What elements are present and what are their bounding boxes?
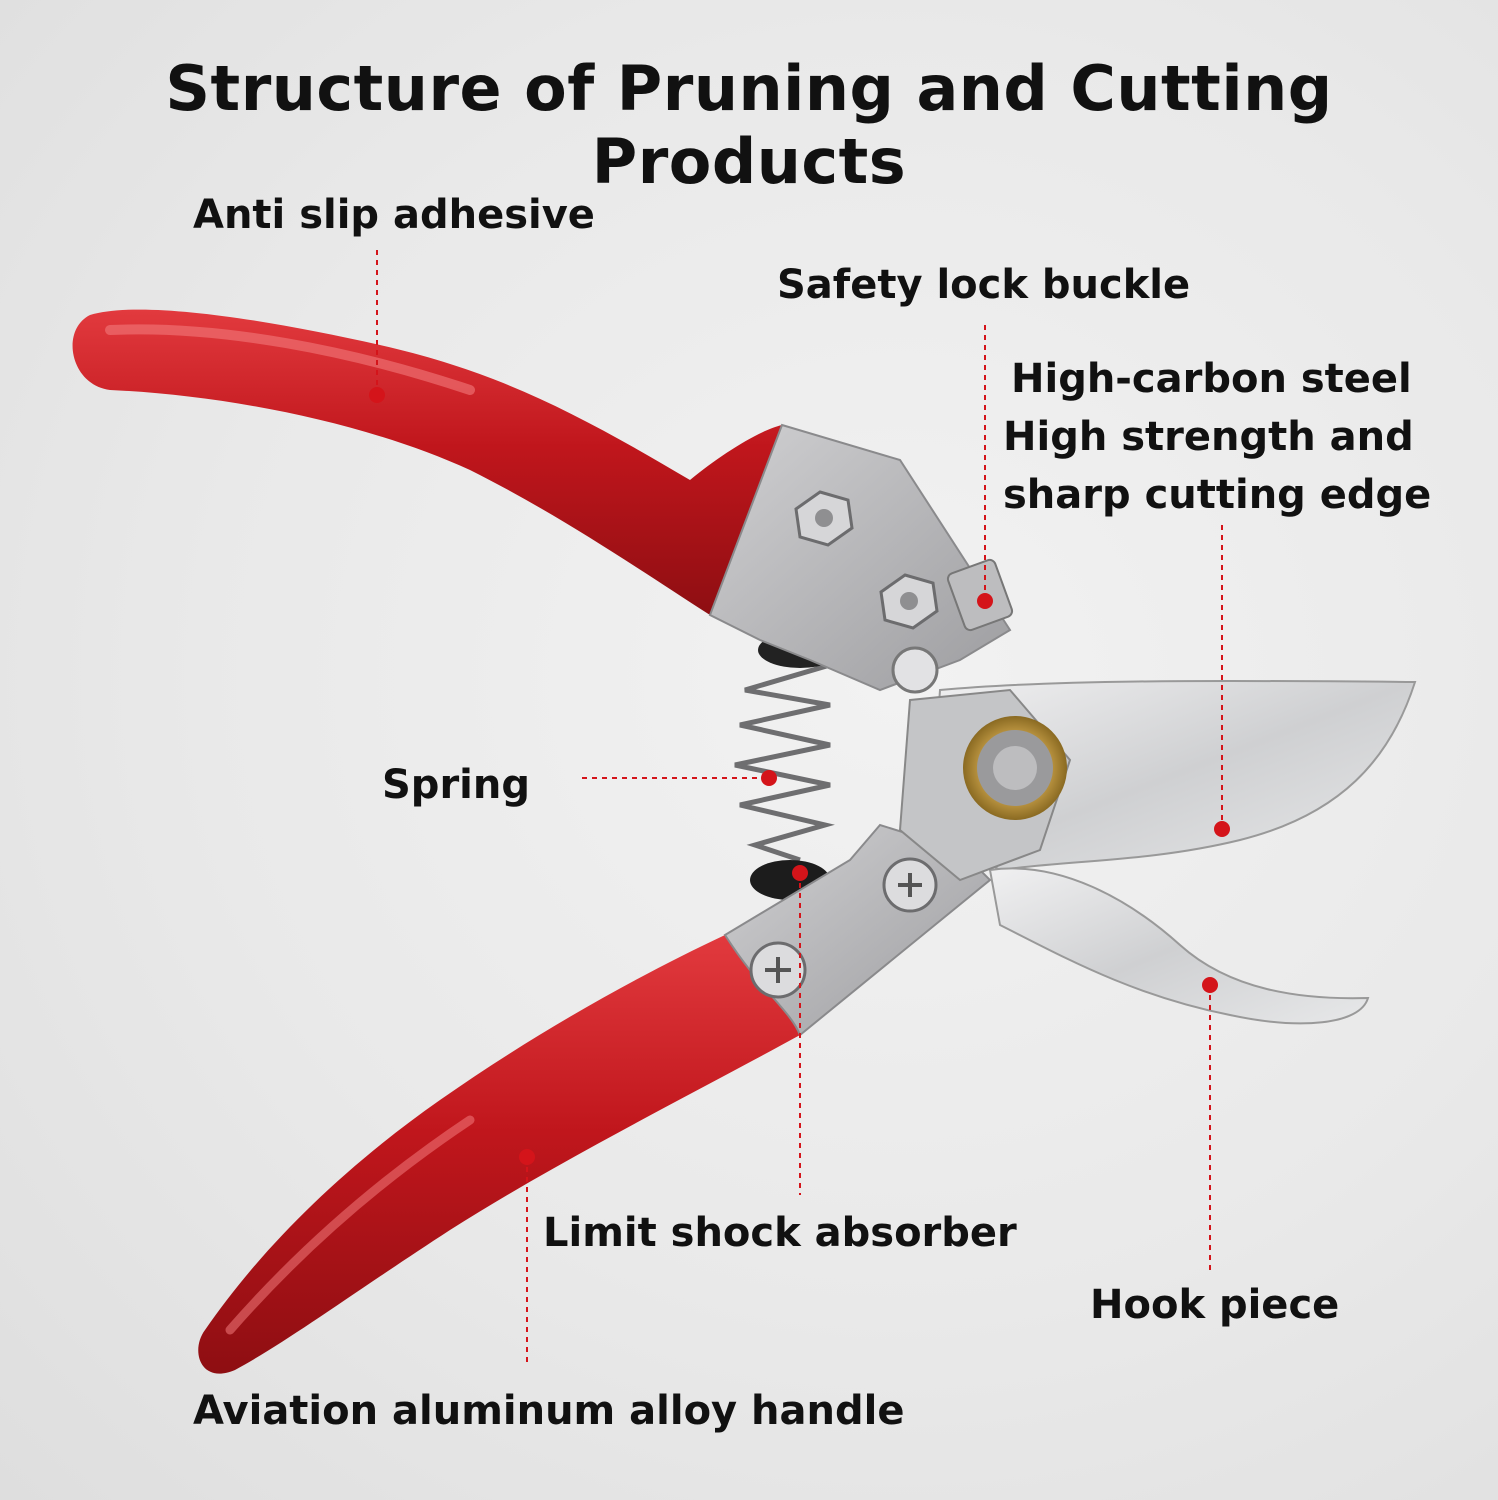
upper-handle	[72, 309, 783, 615]
upper-head	[708, 423, 1012, 692]
phillips-screw-icon	[882, 857, 938, 913]
upper-blade	[928, 679, 1417, 872]
label-safety-lock: Safety lock buckle	[777, 262, 1191, 308]
label-steel-line-1: High-carbon steel	[1011, 356, 1412, 402]
label-high-carbon-steel: High-carbon steel High strength and shar…	[1003, 350, 1431, 524]
hex-bolt-icon	[879, 573, 939, 630]
label-steel-line-3: sharp cutting edge	[1003, 472, 1432, 518]
pivot-bolt-icon	[963, 716, 1067, 820]
page-title: Structure of Pruning and Cutting Product…	[165, 52, 1333, 198]
spring	[734, 657, 835, 863]
hook-blade	[988, 867, 1370, 1025]
label-steel-line-2: High strength and	[1003, 414, 1414, 460]
label-anti-slip: Anti slip adhesive	[193, 192, 595, 238]
hex-bolt-icon	[794, 490, 854, 547]
lower-handle	[198, 935, 800, 1374]
label-limit-shock: Limit shock absorber	[543, 1210, 1017, 1256]
label-handle: Aviation aluminum alloy handle	[193, 1388, 905, 1434]
label-spring: Spring	[382, 762, 530, 808]
phillips-screw-icon	[749, 941, 807, 999]
label-hook-piece: Hook piece	[1090, 1282, 1340, 1328]
